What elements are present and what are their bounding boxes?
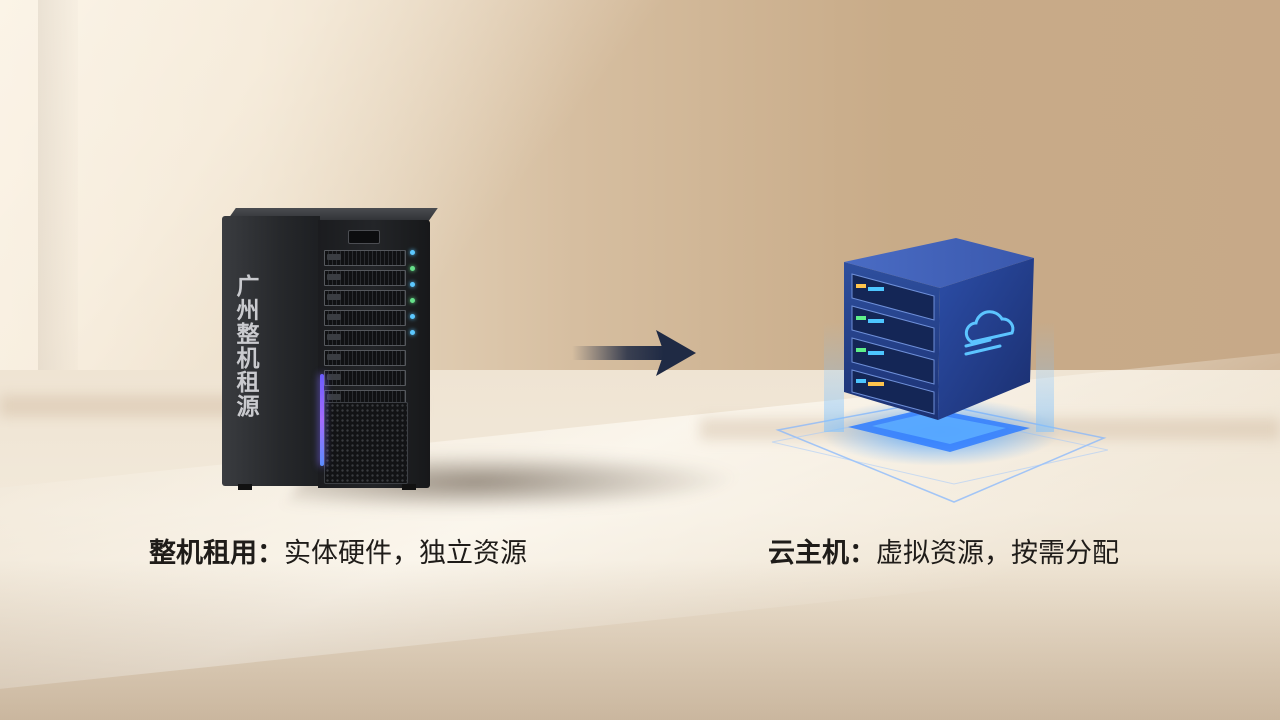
drive-bay (324, 330, 406, 346)
drive-bay (324, 370, 406, 386)
floor-shadow (0, 560, 1280, 720)
drive-bay (324, 270, 406, 286)
caption-right-text: 虚拟资源，按需分配 (876, 538, 1119, 569)
status-led (410, 250, 415, 255)
status-leds (410, 250, 416, 346)
caption-left-title: 整机租用： (149, 538, 284, 569)
drive-bay (324, 310, 406, 326)
tower-foot (238, 484, 252, 490)
drive-bays (324, 250, 406, 410)
status-led (410, 298, 415, 303)
caption-cloud-host: 云主机：虚拟资源，按需分配 (768, 531, 1119, 570)
status-led (410, 282, 415, 287)
caption-left-text: 实体硬件，独立资源 (284, 538, 527, 569)
status-led (410, 330, 415, 335)
tower-front-panel (318, 220, 430, 488)
arrow-right-icon (572, 330, 696, 376)
tower-side-panel: 广州整机租源 (222, 216, 320, 486)
drive-bay (324, 350, 406, 366)
status-led (410, 314, 415, 319)
status-led (410, 266, 415, 271)
cloud-server-cube-icon (771, 238, 1108, 503)
physical-server-tower: 广州整机租源 (222, 208, 438, 490)
cloud-icon (964, 310, 1015, 356)
front-display (348, 230, 380, 244)
front-vent-grille (324, 402, 408, 484)
drive-bay (324, 290, 406, 306)
drive-bay (324, 250, 406, 266)
window-shadow (38, 0, 78, 380)
caption-physical-rental: 整机租用：实体硬件，独立资源 (149, 531, 527, 570)
caption-right-title: 云主机： (768, 538, 876, 569)
tower-side-label: 广州整机租源 (232, 274, 258, 418)
tower-foot (402, 484, 416, 490)
purple-accent-light (320, 374, 324, 466)
